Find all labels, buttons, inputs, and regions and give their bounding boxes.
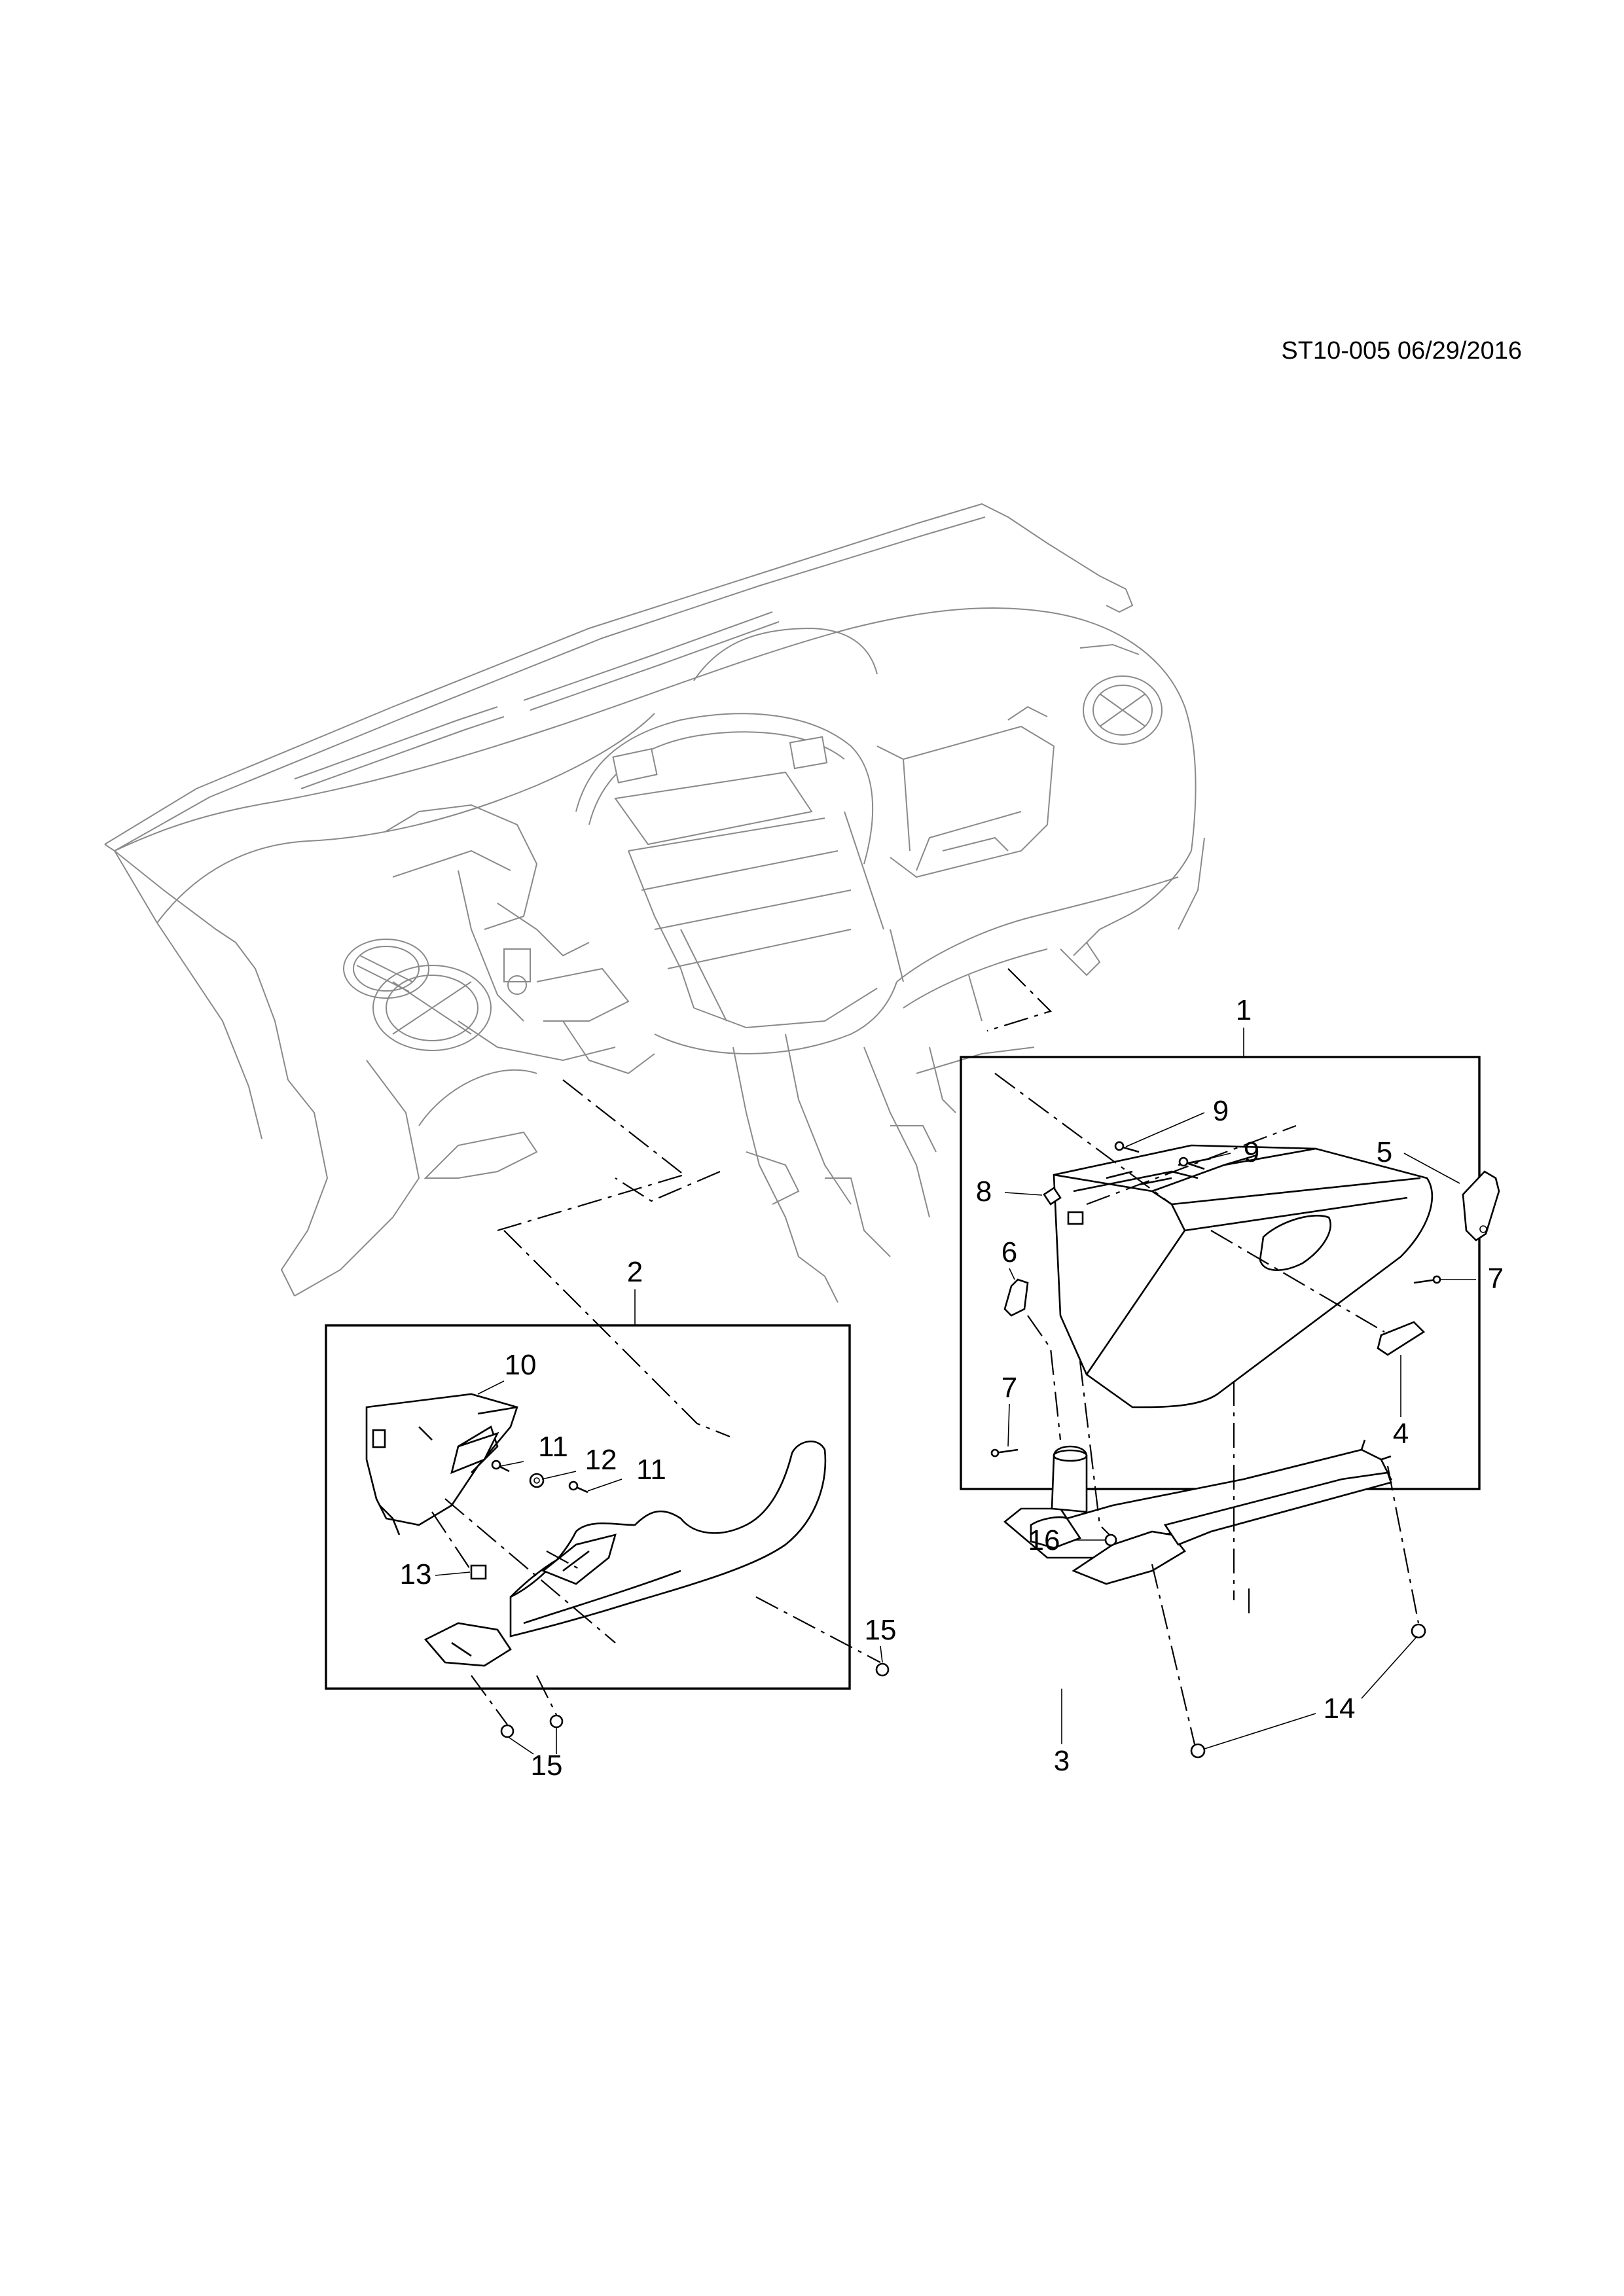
leader-line-9a [1125,1112,1205,1147]
bolt-15-box [875,1662,890,1677]
callout-2: 2 [627,1256,643,1288]
screws-9 [1114,1141,1205,1170]
callout-5: 5 [1377,1136,1392,1168]
lower-trim-panel-assembly [365,1393,827,1667]
callout-6: 6 [1001,1236,1017,1268]
leader-line-12 [541,1471,577,1480]
leader-line-6 [1009,1268,1015,1280]
leader-line-10 [477,1380,505,1395]
leader-line-13 [435,1571,471,1576]
bolts-15-lower [500,1714,564,1738]
instrument-panel-context [104,503,1205,1303]
assembly-frame-2 [325,1324,851,1690]
drawing-code: ST10-005 06/29/2016 [1281,337,1522,365]
screw-16 [1104,1534,1117,1547]
leader-line-11b [587,1479,623,1492]
leader-line-5 [1403,1153,1460,1184]
leader-line-8 [1004,1192,1043,1196]
nut-12 [529,1473,545,1488]
callout-14: 14 [1324,1693,1356,1725]
screw-7a [1413,1275,1441,1284]
callout-13: 13 [400,1558,432,1590]
callout-7a: 7 [1488,1263,1504,1295]
callout-7b: 7 [1001,1372,1017,1404]
screw-11a [491,1460,510,1473]
callout-9a: 9 [1213,1095,1229,1127]
bolts-14 [1190,1623,1426,1759]
callout-11b: 11 [636,1454,666,1486]
callout-11a: 11 [538,1431,568,1463]
screw-7b [990,1448,1019,1458]
callout-15b: 15 [531,1749,563,1782]
alignment-lines [431,968,1420,1745]
glove-box-assembly [1053,1144,1434,1408]
callout-8: 8 [976,1175,992,1208]
callout-4: 4 [1393,1418,1409,1450]
leader-line-11a [500,1461,524,1467]
clip-8 [1043,1187,1062,1206]
latch-handle-4 [1377,1321,1426,1356]
callout-9b: 9 [1244,1136,1259,1168]
leader-line-15a [880,1645,883,1663]
screw-11b [568,1480,588,1494]
callout-10: 10 [505,1349,537,1381]
striker-6 [1003,1278,1029,1317]
callout-1: 1 [1236,994,1252,1026]
clip-13 [470,1564,487,1580]
leader-line-7b [1007,1403,1010,1447]
callout-15a: 15 [865,1614,897,1646]
callout-3: 3 [1054,1745,1070,1777]
lower-insulator-3 [1003,1439,1392,1585]
leader-line-15b [509,1728,557,1755]
hinge-damper-5 [1462,1170,1500,1242]
callout-16: 16 [1028,1524,1060,1556]
callout-12: 12 [585,1444,617,1476]
leader-line-14 [1204,1636,1418,1749]
